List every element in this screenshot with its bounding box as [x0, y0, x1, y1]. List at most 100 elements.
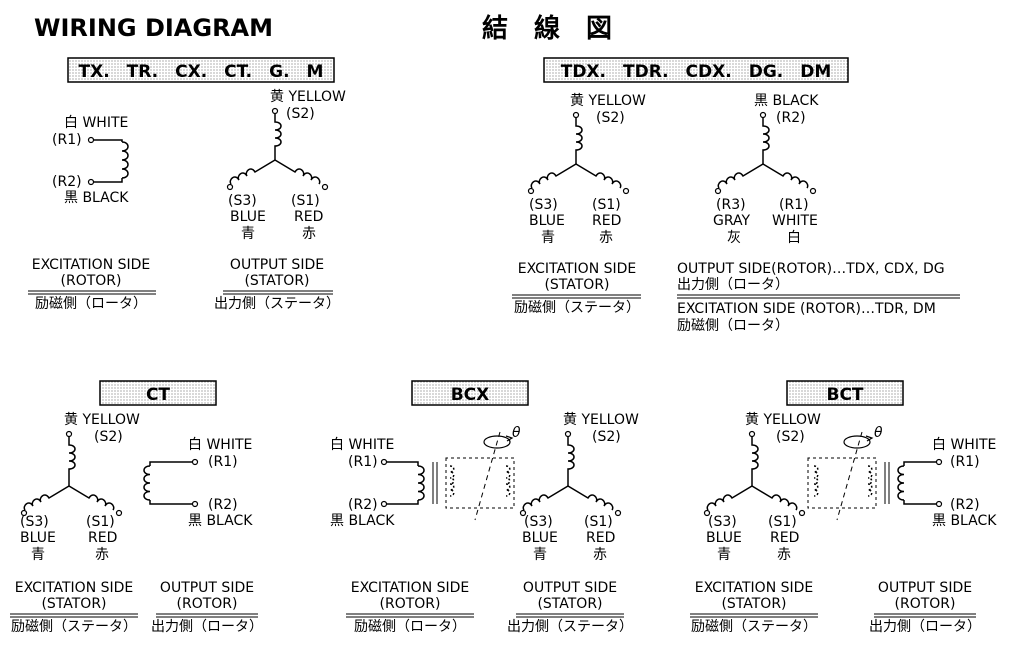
svg-text:励磁側（ロータ）: 励磁側（ロータ） [354, 619, 466, 635]
svg-text:BLUE: BLUE [522, 530, 558, 546]
svg-text:EXCITATION SIDE (ROTOR)…TDR, D: EXCITATION SIDE (ROTOR)…TDR, DM [677, 301, 936, 317]
svg-text:青: 青 [533, 547, 547, 563]
svg-text:白 WHITE: 白 WHITE [188, 437, 252, 453]
bcx-stator-star: 黄 YELLOW (S2) (S3) (S1) BLUE RED 青 赤 [519, 411, 639, 563]
svg-text:(S2): (S2) [596, 110, 625, 126]
bct-side-out: OUTPUT SIDE (ROTOR) 出力側（ロータ） [869, 580, 981, 635]
svg-text:RED: RED [88, 530, 117, 546]
svg-text:θ: θ [512, 425, 521, 441]
stator-star-2: 黄 YELLOW (S2) (S3) (S1) BLUE RED 青 赤 [527, 92, 646, 246]
group-bcx-label: BCX [451, 385, 490, 405]
svg-text:OUTPUT SIDE(ROTOR)…TDX, CDX, D: OUTPUT SIDE(ROTOR)…TDX, CDX, DG [677, 261, 945, 277]
svg-text:GRAY: GRAY [713, 213, 750, 229]
svg-text:励磁側（ステータ）: 励磁側（ステータ） [691, 619, 817, 635]
group-box-ct: CT [99, 380, 217, 406]
svg-text:赤: 赤 [302, 226, 316, 242]
svg-text:出力側（ロータ）: 出力側（ロータ） [151, 619, 263, 635]
side-label-1-out: OUTPUT SIDE (STATOR) 出力側（ステータ） [214, 257, 340, 312]
svg-text:(S2): (S2) [592, 429, 621, 445]
svg-text:黄 YELLOW: 黄 YELLOW [64, 411, 140, 428]
svg-text:WHITE: WHITE [772, 213, 818, 229]
ct-rotor-coil: 白 WHITE (R1) (R2) 黒 BLACK [143, 437, 253, 529]
svg-text:(STATOR): (STATOR) [544, 277, 609, 293]
svg-text:赤: 赤 [777, 547, 791, 563]
group-bct-label: BCT [826, 385, 863, 405]
group-box-1: TX. TR. CX. CT. G. M [67, 57, 335, 83]
svg-text:黒 BLACK: 黒 BLACK [188, 513, 253, 529]
group-box-bcx: BCX [411, 380, 529, 406]
svg-text:RED: RED [770, 530, 799, 546]
svg-text:(R1): (R1) [348, 454, 378, 470]
svg-text:黒 BLACK: 黒 BLACK [64, 190, 129, 206]
svg-text:(S1): (S1) [584, 514, 613, 530]
group-2-label: TDX. TDR. CDX. DG. DM [561, 62, 832, 82]
svg-text:(S3): (S3) [524, 514, 553, 530]
svg-text:青: 青 [717, 547, 731, 563]
bcx-rotor-coil: 白 WHITE (R1) (R2) 黒 BLACK θ [330, 425, 521, 529]
group-1-label: TX. TR. CX. CT. G. M [79, 62, 324, 82]
svg-text:(S3): (S3) [708, 514, 737, 530]
svg-text:(S2): (S2) [286, 106, 315, 122]
ct-stator-star: 黄 YELLOW (S2) (S3) (S1) BLUE RED 青 赤 [20, 411, 140, 563]
rotor-coil-1: 白 WHITE (R1) (R2) 黒 BLACK [52, 115, 129, 206]
svg-text:(S3): (S3) [228, 193, 257, 209]
svg-text:EXCITATION SIDE: EXCITATION SIDE [32, 257, 151, 273]
svg-text:(R2): (R2) [776, 110, 806, 126]
svg-text:(S2): (S2) [94, 429, 123, 445]
rotor-star-2: 黒 BLACK (R2) (R3) (R1) GRAY WHITE 灰 白 [713, 93, 819, 246]
svg-text:RED: RED [586, 530, 615, 546]
stator-star-1: 黄 YELLOW (S2) (S3) (S1) BLUE RED 青 赤 [226, 88, 346, 242]
svg-text:(S2): (S2) [776, 429, 805, 445]
bcx-side-exc: EXCITATION SIDE (ROTOR) 励磁側（ロータ） [346, 580, 474, 635]
svg-text:黒 BLACK: 黒 BLACK [330, 513, 395, 529]
group-box-2: TDX. TDR. CDX. DG. DM [543, 57, 849, 83]
svg-text:赤: 赤 [95, 547, 109, 563]
svg-text:励磁側（ステータ）: 励磁側（ステータ） [11, 619, 137, 635]
svg-text:(R1): (R1) [779, 197, 809, 213]
svg-text:(R1): (R1) [208, 454, 238, 470]
svg-text:(R1): (R1) [950, 454, 980, 470]
svg-text:黒 BLACK: 黒 BLACK [932, 513, 997, 529]
svg-text:励磁側（ロータ）: 励磁側（ロータ） [677, 318, 789, 334]
svg-text:(ROTOR): (ROTOR) [177, 596, 238, 612]
svg-text:BLUE: BLUE [706, 530, 742, 546]
svg-text:OUTPUT SIDE: OUTPUT SIDE [523, 580, 617, 596]
bct-side-exc: EXCITATION SIDE (STATOR) 励磁側（ステータ） [690, 580, 818, 635]
svg-text:BLUE: BLUE [20, 530, 56, 546]
svg-text:白 WHITE: 白 WHITE [330, 437, 394, 453]
group-ct-label: CT [146, 385, 170, 405]
svg-text:(R2): (R2) [348, 497, 378, 513]
svg-text:黄 YELLOW: 黄 YELLOW [563, 411, 639, 428]
svg-text:青: 青 [241, 226, 255, 242]
svg-text:赤: 赤 [599, 230, 613, 246]
svg-text:励磁側（ロータ）: 励磁側（ロータ） [35, 296, 147, 312]
ct-side-out: OUTPUT SIDE (ROTOR) 出力側（ロータ） [151, 580, 263, 635]
svg-text:(S1): (S1) [592, 197, 621, 213]
svg-text:OUTPUT SIDE: OUTPUT SIDE [230, 257, 324, 273]
svg-text:(S1): (S1) [86, 514, 115, 530]
group-box-bct: BCT [786, 380, 904, 406]
side-label-1-exc: EXCITATION SIDE (ROTOR) 励磁側（ロータ） [28, 257, 156, 312]
svg-text:θ: θ [874, 425, 883, 441]
svg-text:(ROTOR): (ROTOR) [380, 596, 441, 612]
svg-text:BLUE: BLUE [529, 213, 565, 229]
svg-text:(R2): (R2) [52, 174, 82, 190]
svg-text:(R2): (R2) [208, 497, 238, 513]
svg-text:OUTPUT SIDE: OUTPUT SIDE [160, 580, 254, 596]
svg-text:励磁側（ステータ）: 励磁側（ステータ） [514, 300, 640, 316]
svg-text:(S1): (S1) [291, 193, 320, 209]
svg-text:出力側（ロータ）: 出力側（ロータ） [677, 277, 789, 293]
svg-text:青: 青 [541, 230, 555, 246]
svg-text:(S3): (S3) [529, 197, 558, 213]
svg-text:(S3): (S3) [20, 514, 49, 530]
svg-text:EXCITATION SIDE: EXCITATION SIDE [518, 261, 637, 277]
svg-text:(STATOR): (STATOR) [244, 273, 309, 289]
bct-stator-star: 黄 YELLOW (S2) (S3) (S1) BLUE RED 青 赤 [703, 411, 821, 563]
bcx-side-out: OUTPUT SIDE (STATOR) 出力側（ステータ） [507, 580, 633, 635]
svg-text:(STATOR): (STATOR) [721, 596, 786, 612]
svg-text:出力側（ステータ）: 出力側（ステータ） [214, 296, 340, 312]
svg-text:出力側（ステータ）: 出力側（ステータ） [507, 619, 633, 635]
svg-text:BLUE: BLUE [230, 209, 266, 225]
svg-text:EXCITATION SIDE: EXCITATION SIDE [351, 580, 470, 596]
svg-text:EXCITATION SIDE: EXCITATION SIDE [15, 580, 134, 596]
